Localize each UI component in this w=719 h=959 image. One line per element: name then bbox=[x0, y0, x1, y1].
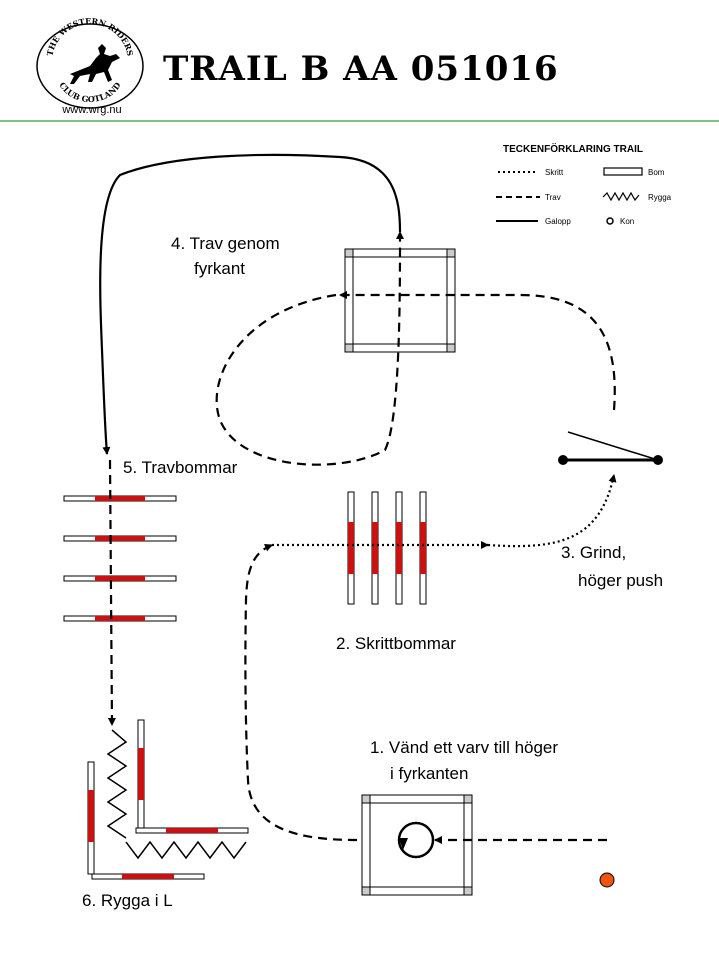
legend-galopp-label: Galopp bbox=[545, 217, 571, 226]
label-obstacle-6: 6. Rygga i L bbox=[82, 891, 173, 910]
legend-rygga-icon bbox=[602, 191, 640, 202]
gate-post bbox=[558, 455, 568, 465]
legend-bom-label: Bom bbox=[648, 168, 665, 177]
backup-zigzag-horizontal bbox=[125, 840, 247, 860]
label-obstacle-4-line1: 4. Trav genom bbox=[171, 234, 280, 253]
legend-rygga-label: Rygga bbox=[648, 193, 672, 202]
legend-trav-label: Trav bbox=[545, 193, 561, 202]
start-cone bbox=[599, 872, 615, 888]
label-obstacle-5: 5. Travbommar bbox=[123, 458, 238, 477]
path-walk-to-gate bbox=[487, 474, 617, 548]
trot-pole bbox=[63, 615, 177, 622]
trot-pole bbox=[63, 575, 177, 582]
obstacle-5-trot-poles bbox=[63, 495, 177, 622]
website-text: www.wrg.nu bbox=[61, 104, 121, 116]
obstacle-6-backup-l bbox=[87, 719, 249, 880]
path-trot-gate-to-square bbox=[339, 291, 616, 411]
turn-arrow-icon bbox=[399, 838, 408, 850]
walk-pole bbox=[419, 491, 427, 605]
backup-zigzag-vertical bbox=[106, 729, 128, 839]
label-obstacle-1-line1: 1. Vänd ett varv till höger bbox=[370, 738, 558, 757]
label-obstacle-4-line2: fyrkant bbox=[194, 259, 245, 278]
obstacle-2-walk-poles bbox=[347, 491, 427, 605]
path-trot-to-walk-poles bbox=[244, 543, 358, 842]
legend-kon-icon bbox=[606, 217, 614, 225]
walk-pole bbox=[371, 491, 379, 605]
gate-post bbox=[653, 455, 663, 465]
trot-pole bbox=[63, 535, 177, 542]
turn-circle bbox=[397, 821, 435, 859]
label-obstacle-3-line1: 3. Grind, bbox=[561, 543, 626, 562]
legend: TECKENFÖRKLARING TRAIL Skritt Trav Galop… bbox=[496, 142, 672, 226]
walk-pole bbox=[395, 491, 403, 605]
walk-pole bbox=[347, 491, 355, 605]
label-obstacle-3-line2: höger push bbox=[578, 571, 663, 590]
path-gallop bbox=[99, 153, 402, 455]
legend-kon-label: Kon bbox=[620, 217, 634, 226]
legend-bom-icon bbox=[603, 167, 643, 176]
page-title: TRAIL B AA 051016 bbox=[163, 49, 559, 89]
legend-title: TECKENFÖRKLARING TRAIL bbox=[503, 142, 643, 155]
club-logo: THE WESTERN RIDERS CLUB GOTLAND bbox=[36, 16, 144, 109]
horse-rider-icon bbox=[70, 44, 120, 84]
path-trot-loop bbox=[215, 231, 404, 466]
legend-skritt-label: Skritt bbox=[545, 168, 564, 177]
obstacle-1-square bbox=[361, 794, 473, 896]
obstacle-3-gate bbox=[558, 431, 663, 465]
trot-pole bbox=[63, 495, 177, 502]
label-obstacle-2: 2. Skrittbommar bbox=[336, 634, 456, 653]
label-obstacle-1-line2: i fyrkanten bbox=[390, 764, 468, 783]
